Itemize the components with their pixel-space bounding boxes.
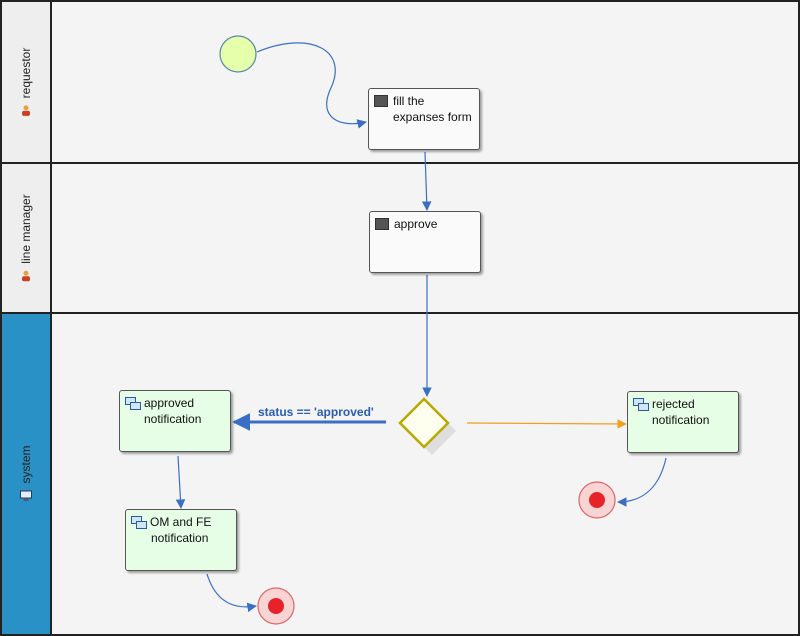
lane-header-line-manager[interactable]: line manager: [2, 164, 52, 312]
person-icon: [22, 105, 30, 116]
exclusive-gateway[interactable]: [398, 397, 456, 455]
end-event-rejected[interactable]: [578, 481, 616, 519]
task-label-line2: expanses form: [393, 110, 472, 124]
computer-icon: [20, 490, 32, 502]
lane-header-system[interactable]: system: [2, 314, 52, 634]
flow-start-to-fill[interactable]: [256, 42, 367, 129]
task-label-line1: OM and FE: [150, 515, 212, 529]
flow-rejected-to-end[interactable]: [617, 457, 667, 507]
flow-approved-to-omfe[interactable]: [175, 455, 186, 509]
service-task-icon: [131, 516, 147, 529]
task-rejected-notification[interactable]: rejected notification: [627, 391, 739, 453]
task-label-line2: notification: [144, 412, 202, 426]
person-icon: [22, 270, 30, 282]
lane-body-system: [52, 314, 798, 634]
start-event[interactable]: [219, 35, 257, 73]
task-fill-expanses-form[interactable]: fill the expanses form: [368, 88, 480, 150]
service-task-icon: [633, 398, 649, 411]
task-label-line1: rejected: [652, 397, 695, 411]
task-label-line1: approved: [144, 396, 195, 410]
task-approved-notification[interactable]: approved notification: [119, 390, 231, 452]
flow-fill-to-approve[interactable]: [421, 151, 432, 211]
flow-gateway-to-rejected[interactable]: [466, 419, 627, 429]
user-task-icon: [375, 218, 389, 230]
task-label-line2: notification: [652, 413, 710, 427]
task-om-fe-notification[interactable]: OM and FE notification: [125, 509, 237, 571]
service-task-icon: [125, 397, 141, 410]
end-event-approved[interactable]: [257, 587, 295, 625]
user-task-icon: [374, 95, 388, 107]
lane-system: system: [0, 312, 800, 636]
task-label-line1: fill the: [393, 94, 425, 108]
task-label-line1: approve: [394, 217, 438, 231]
flow-condition-label: status == 'approved': [258, 405, 374, 419]
task-approve[interactable]: approve: [369, 211, 481, 273]
lane-header-requestor[interactable]: requestor: [2, 2, 52, 162]
task-label-line2: notification: [151, 531, 209, 545]
flow-omfe-to-end[interactable]: [206, 573, 257, 613]
